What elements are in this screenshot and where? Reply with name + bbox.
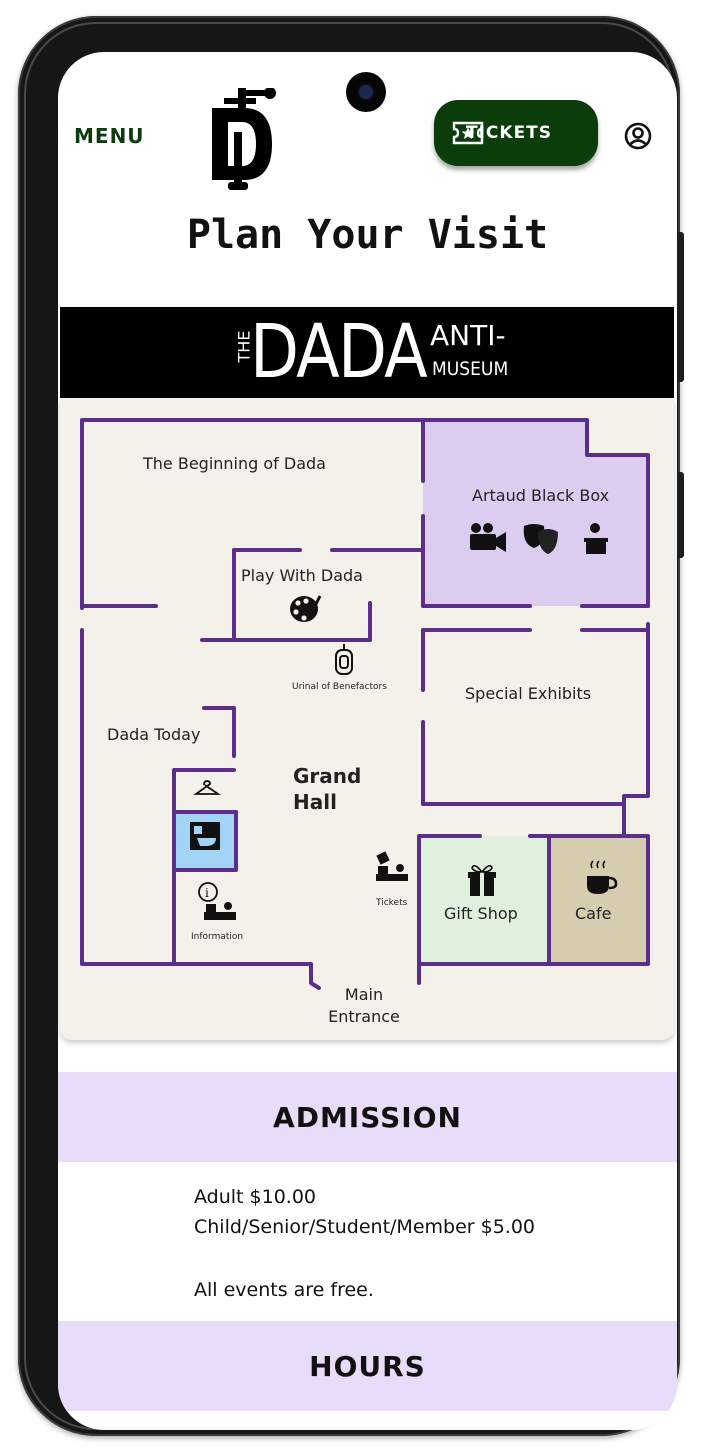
admission-heading: ADMISSION (58, 1072, 677, 1162)
toilet-icon (190, 822, 220, 850)
coffee-cup-icon (587, 860, 618, 894)
speaker-podium-icon (584, 523, 608, 554)
hours-heading: HOURS (58, 1321, 677, 1411)
dada-logo[interactable] (208, 88, 278, 192)
discount-price: Child/Senior/Student/Member $5.00 (194, 1216, 536, 1238)
main-entrance-label: Main Entrance (318, 984, 410, 1028)
gift-shop-fill (419, 836, 549, 964)
museum-banner: THE DADA ANTI- MUSEUM (60, 307, 674, 398)
room-label-information: Information (191, 932, 244, 942)
gift-icon (468, 864, 496, 896)
banner-museum: MUSEUM (432, 358, 509, 380)
walls (80, 418, 650, 990)
room-label-gift: Gift Shop (444, 904, 518, 923)
urinal-icon (335, 644, 353, 675)
entrance-line2: Entrance (328, 1007, 400, 1026)
page-title: Plan Your Visit (186, 212, 549, 258)
grand-line1: Grand (293, 764, 362, 788)
front-camera (346, 72, 386, 112)
grand-line2: Hall (293, 790, 337, 814)
volume-button (677, 232, 684, 382)
room-label-artaud: Artaud Black Box (472, 486, 610, 505)
ticket-desk-icon (376, 851, 408, 881)
menu-button[interactable]: MENU (74, 124, 145, 148)
room-label-play: Play With Dada (241, 566, 363, 585)
account-icon[interactable] (624, 122, 652, 150)
theater-masks-icon (523, 524, 558, 554)
power-button (677, 472, 684, 558)
events-note: All events are free. (194, 1279, 374, 1301)
room-label-tickets: Tickets (376, 898, 408, 908)
tickets-button[interactable]: TICKETS (434, 100, 598, 166)
room-label-urinal: Urinal of Benefactors (292, 682, 387, 692)
artaud-room-fill (423, 420, 648, 606)
info-desk-icon: i (198, 882, 236, 920)
floor-plan: i (80, 418, 650, 990)
screen: MENU TICKETS Plan Your Visit THE (58, 52, 677, 1430)
coat-hanger-icon (193, 780, 221, 795)
room-label-cafe: Cafe (575, 904, 612, 923)
tickets-label: TICKETS (466, 123, 553, 143)
cafe-fill (549, 836, 648, 964)
palette-icon (290, 595, 322, 622)
banner-anti: ANTI- (430, 319, 506, 352)
room-label-special: Special Exhibits (465, 684, 592, 703)
room-label-today: Dada Today (107, 725, 201, 744)
svg-text:i: i (205, 886, 209, 900)
adult-price: Adult $10.00 (194, 1186, 317, 1208)
banner-dada: DADA (250, 309, 428, 395)
room-label-grand: Grand Hall (293, 763, 361, 815)
film-camera-icon (470, 523, 506, 552)
ticket-icon (452, 121, 484, 145)
phone-frame: MENU TICKETS Plan Your Visit THE (18, 16, 684, 1436)
room-label-beginning: The Beginning of Dada (143, 454, 326, 473)
floor-map: i (60, 398, 674, 1040)
entrance-line1: Main (344, 985, 384, 1004)
